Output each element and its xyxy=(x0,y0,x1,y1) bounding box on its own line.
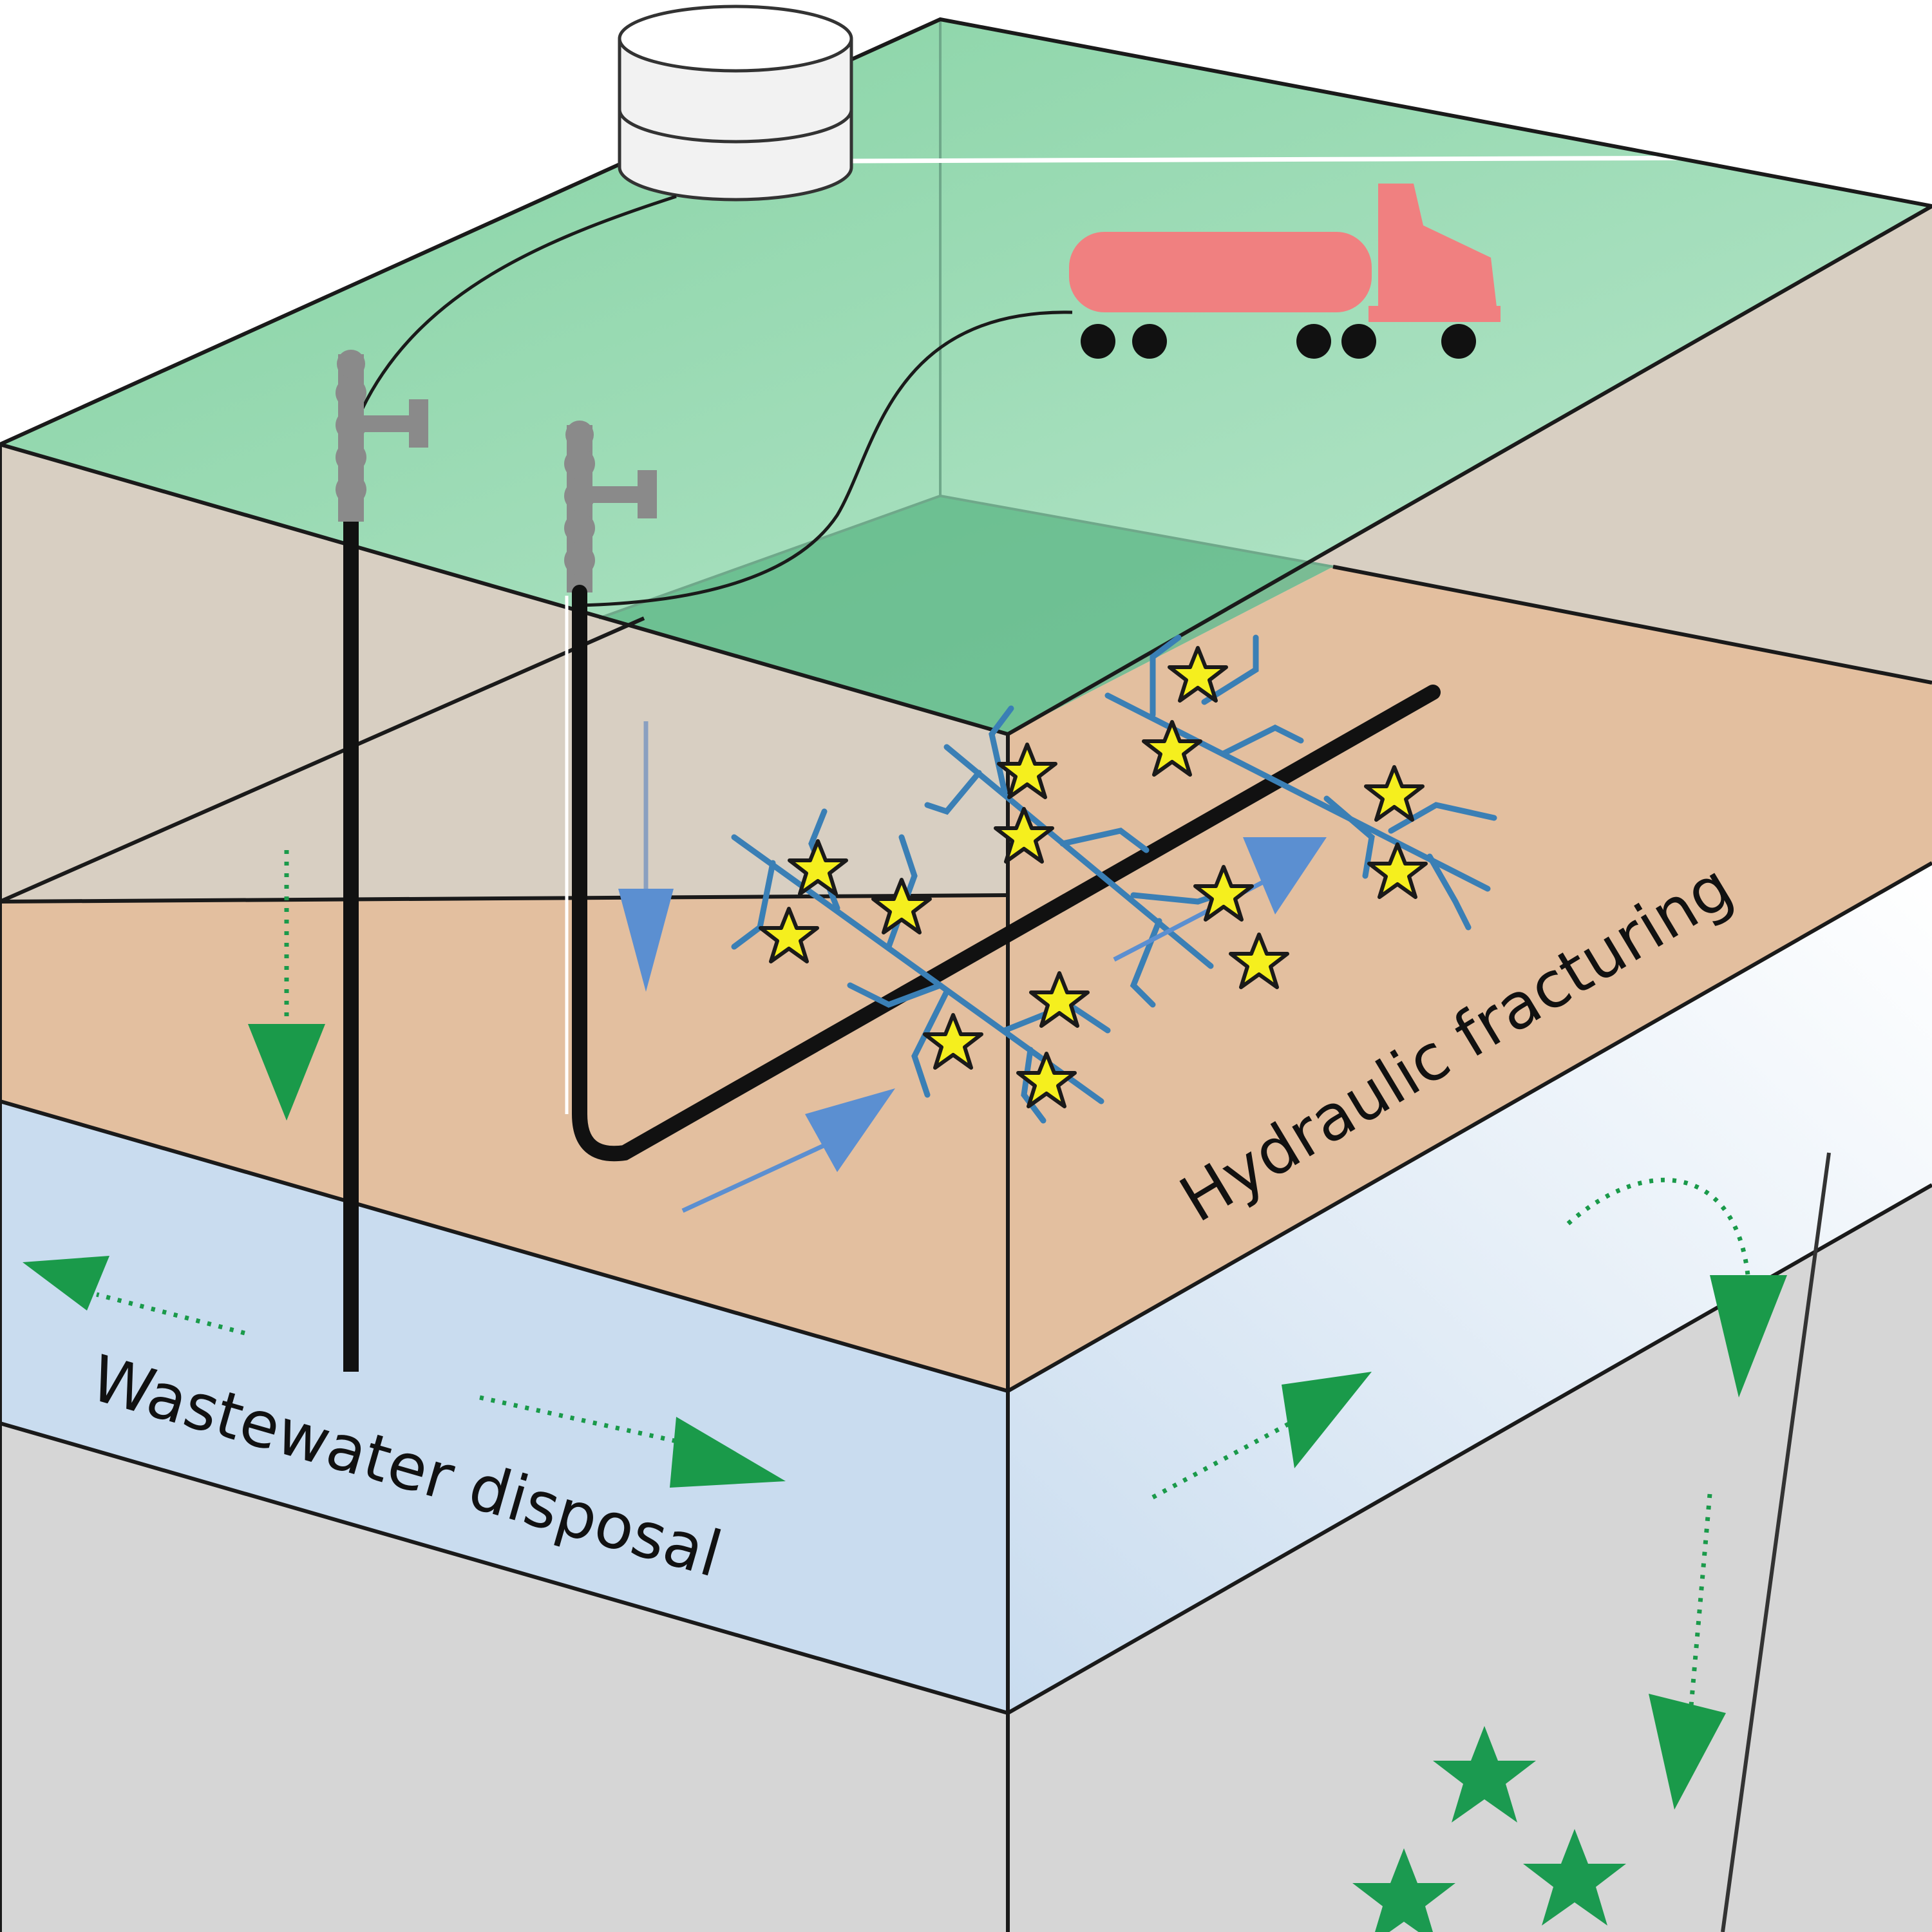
storage-tank-icon xyxy=(618,5,853,202)
surface-pipes xyxy=(359,194,1073,607)
left-face-layers xyxy=(0,444,1008,1932)
surface-block xyxy=(0,19,1932,734)
tanker-truck-icon xyxy=(1069,184,1501,359)
upper-layer-left xyxy=(0,444,1008,902)
shale-layer-left xyxy=(0,895,1008,1391)
horizontal-frac-well xyxy=(572,585,1441,1162)
aquifer-layer-left xyxy=(0,1101,1008,1713)
surface-front-panel xyxy=(599,496,1333,734)
aquifer-layer-right xyxy=(1008,863,1932,1713)
shale-layer-right xyxy=(1008,567,1932,1391)
flow-arrow-icon xyxy=(618,721,674,992)
flow-arrow-icon xyxy=(681,1088,895,1213)
surface-top xyxy=(0,19,1932,734)
wellhead-icon xyxy=(336,350,428,522)
wastewater-flow-arrows xyxy=(96,850,1751,1714)
basement-layer-left xyxy=(0,1423,1008,1932)
wellhead-icon xyxy=(564,421,657,592)
fault-line xyxy=(1721,1152,1831,1932)
flow-arrow-icon xyxy=(23,1024,1787,1810)
